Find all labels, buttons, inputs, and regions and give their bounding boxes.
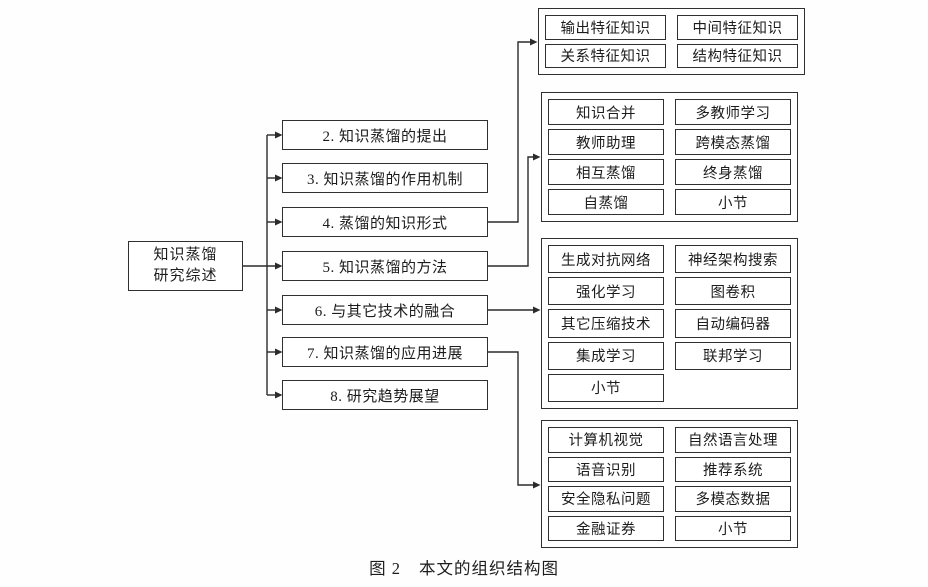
topic-cell: 关系特征知识: [545, 43, 666, 68]
topic-cell: 计算机视觉: [548, 427, 664, 453]
figure-caption-text: 本文的组织结构图: [418, 559, 559, 578]
chapter-label: 8. 研究趋势展望: [330, 388, 440, 405]
chapter-label: 6. 与其它技术的融合: [314, 303, 456, 320]
group-applications: 计算机视觉 语音识别 安全隐私问题 金融证券 自然语言处理 推荐系统 多模态数据…: [541, 420, 798, 548]
group-knowledge-forms: 输出特征知识 关系特征知识 中间特征知识 结构特征知识: [538, 8, 805, 75]
group-column-right: 多教师学习 跨模态蒸馏 终身蒸馏 小节: [675, 99, 791, 215]
topic-cell: 小节: [548, 373, 664, 403]
figure-number: 图 2: [369, 559, 401, 578]
topic-cell: 语音识别: [548, 456, 664, 482]
chapter-label: 7. 知识蒸馏的应用进展: [306, 345, 463, 362]
chapter-label: 4. 蒸馏的知识形式: [322, 215, 448, 232]
topic-cell: 输出特征知识: [545, 15, 666, 40]
figure-caption: 图 2 本文的组织结构图: [0, 555, 928, 579]
root-title-line1: 知识蒸馏: [153, 247, 218, 263]
topic-cell: 自然语言处理: [675, 427, 791, 453]
topic-cell: 中间特征知识: [677, 15, 798, 40]
topic-cell: 自动编码器: [675, 309, 791, 338]
topic-cell: 相互蒸馏: [548, 159, 664, 185]
topic-cell: 推荐系统: [675, 456, 791, 482]
root-title-line2: 研究综述: [153, 268, 218, 284]
group-column-left: 计算机视觉 语音识别 安全隐私问题 金融证券: [548, 427, 664, 541]
chapter-label: 3. 知识蒸馏的作用机制: [306, 171, 463, 188]
group-column-right: 自然语言处理 推荐系统 多模态数据 小节: [675, 427, 791, 541]
chapter-node-4: 4. 蒸馏的知识形式: [282, 207, 488, 237]
root-node: 知识蒸馏 研究综述: [128, 241, 243, 291]
group-column-right: 神经架构搜索 图卷积 自动编码器 联邦学习: [675, 245, 791, 402]
topic-cell: 跨模态蒸馏: [675, 129, 791, 155]
chapter-node-8: 8. 研究趋势展望: [282, 380, 488, 410]
group-column-right: 中间特征知识 结构特征知识: [677, 15, 798, 68]
chapter-node-2: 2. 知识蒸馏的提出: [282, 120, 488, 150]
topic-cell: 安全隐私问题: [548, 486, 664, 512]
topic-cell: 多模态数据: [675, 486, 791, 512]
group-column-left: 输出特征知识 关系特征知识: [545, 15, 666, 68]
topic-cell: 小节: [675, 515, 791, 541]
topic-cell: 集成学习: [548, 341, 664, 370]
topic-cell: 多教师学习: [675, 99, 791, 125]
topic-cell: 联邦学习: [675, 341, 791, 370]
topic-cell: 自蒸馏: [548, 189, 664, 215]
topic-cell: 知识合并: [548, 99, 664, 125]
topic-cell: 结构特征知识: [677, 43, 798, 68]
topic-cell: 终身蒸馏: [675, 159, 791, 185]
chapter-node-6: 6. 与其它技术的融合: [282, 295, 488, 325]
topic-cell: 生成对抗网络: [548, 245, 664, 274]
topic-cell: 小节: [675, 189, 791, 215]
chapter-node-7: 7. 知识蒸馏的应用进展: [282, 337, 488, 367]
chapter-node-5: 5. 知识蒸馏的方法: [282, 251, 488, 281]
group-distillation-methods: 知识合并 教师助理 相互蒸馏 自蒸馏 多教师学习 跨模态蒸馏 终身蒸馏 小节: [541, 92, 798, 222]
topic-cell: 教师助理: [548, 129, 664, 155]
chapter-node-3: 3. 知识蒸馏的作用机制: [282, 163, 488, 193]
group-column-left: 知识合并 教师助理 相互蒸馏 自蒸馏: [548, 99, 664, 215]
topic-cell: 其它压缩技术: [548, 309, 664, 338]
chapter-label: 2. 知识蒸馏的提出: [322, 128, 448, 145]
group-technique-fusion: 生成对抗网络 强化学习 其它压缩技术 集成学习 小节 神经架构搜索 图卷积 自动…: [541, 238, 798, 409]
topic-cell: 金融证券: [548, 515, 664, 541]
topic-cell: 图卷积: [675, 277, 791, 306]
topic-cell: 神经架构搜索: [675, 245, 791, 274]
topic-cell: 强化学习: [548, 277, 664, 306]
chapter-label: 5. 知识蒸馏的方法: [322, 259, 448, 276]
group-column-left: 生成对抗网络 强化学习 其它压缩技术 集成学习 小节: [548, 245, 664, 403]
